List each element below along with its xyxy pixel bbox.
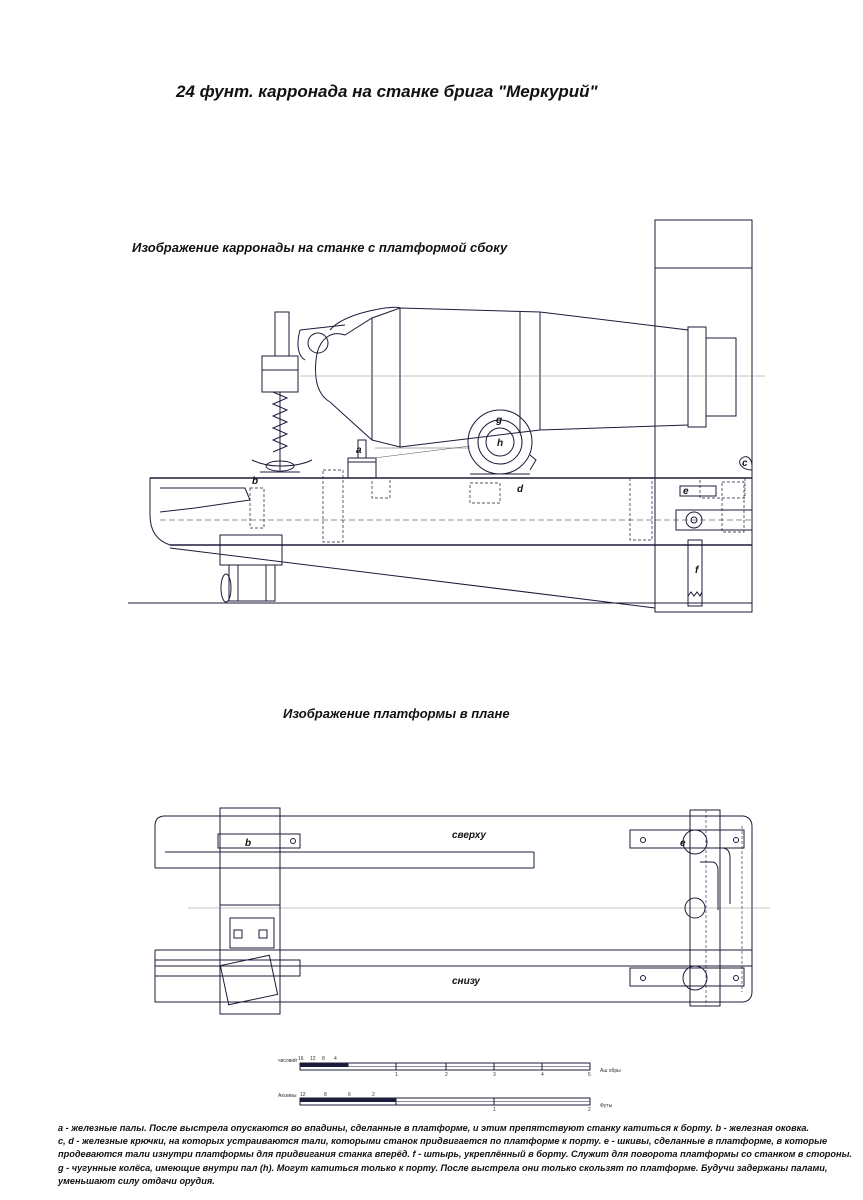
scale2-unit-left: Аюзивы [278,1093,297,1099]
label-a: a [356,445,362,456]
legend-line: продеваются тали изнутри платформы для п… [58,1149,852,1160]
scale2-sub-tick: 2 [372,1092,375,1098]
scale1-unit-left: чисовий [278,1057,297,1064]
pivot-bolt-f [675,456,753,607]
side-view-heading: Изображение карронады на станке с платфо… [132,240,508,255]
label-d: d [517,484,524,495]
legend-line: c, d - железные крючки, на которых устра… [58,1136,828,1147]
label-g: g [495,415,502,426]
scale1-unit-right: Аш обры [600,1068,621,1074]
label-h: h [497,438,503,449]
platform-plan [154,815,770,1003]
scale1-main-tick: 1 [395,1072,398,1078]
wheel-g [467,409,537,475]
plan-label-b: b [245,838,251,849]
plan-label-e: e [680,838,686,849]
plan-bottom-label: снизу [452,976,480,987]
scale-bars [299,1062,591,1106]
legend-line: уменьшают силу отдачи орудия. [58,1175,215,1186]
legend-line: g - чугунные колёса, имеющие внутри пал … [58,1162,828,1173]
scale2-sub-tick: 6 [348,1092,351,1098]
scale1-sub-tick: 16 [298,1056,304,1062]
carriage-slide [149,445,753,546]
label-b: b [252,476,258,487]
scale1-main-tick: 4 [541,1072,544,1078]
scale2-unit-right: Футы [600,1103,613,1109]
scale2-sub-tick: 12 [300,1092,306,1098]
plan-view-heading: Изображение платформы в плане [283,706,510,721]
scale2-sub-tick: 8 [324,1092,327,1098]
scale1-main-tick: 2 [445,1072,448,1078]
carronade-barrel [297,306,737,448]
scale1-sub-tick: 12 [310,1056,316,1062]
pivot-plan [629,809,745,1007]
scale2-main-tick: 2 [588,1107,591,1113]
legend-line: a - железные палы. После выстрела опуска… [58,1123,810,1133]
label-e: e [683,486,689,497]
deck-line [128,547,752,609]
label-c: c [742,458,748,469]
scale2-main-tick: 1 [493,1107,496,1113]
page-title: 24 фунт. карронада на станке брига "Мерк… [176,82,598,101]
truck-wheel [219,534,283,603]
hidden-lines [249,469,746,543]
plan-top-label: сверху [452,830,486,841]
scale1-main-tick: 5 [588,1072,591,1078]
pawl-a [347,439,377,479]
iron-strap-b [217,833,301,849]
truck-plan [219,807,281,1015]
legend: a - железные палы. После выстрела опуска… [58,1122,852,1188]
ship-side-wall [654,219,753,613]
elevating-screw [251,311,313,473]
scale1-main-tick: 3 [493,1072,496,1078]
scale1-sub-tick: 4 [334,1056,337,1062]
label-f: f [695,565,700,576]
scale1-sub-tick: 8 [322,1056,325,1062]
